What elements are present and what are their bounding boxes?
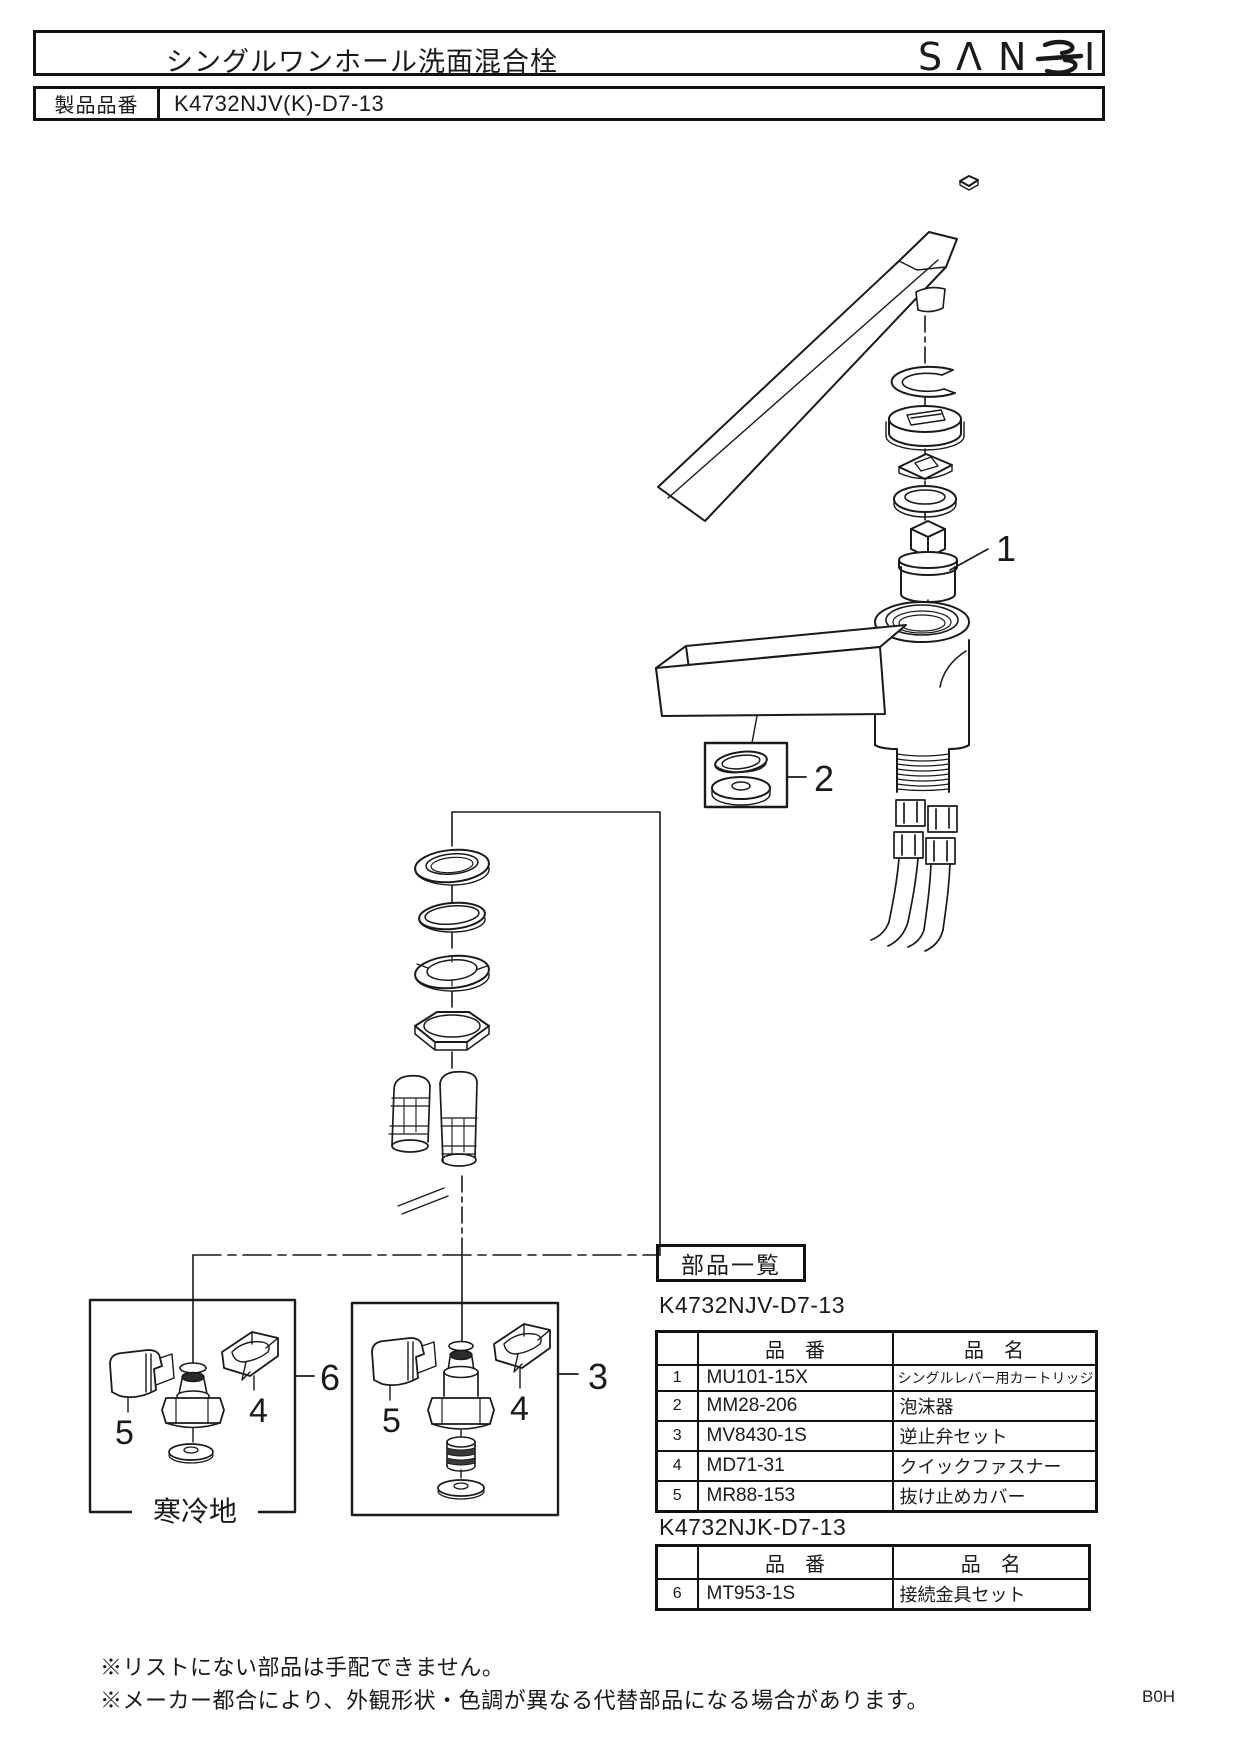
part-name: 泡沫器 (891, 1390, 1097, 1422)
part-name: 逆止弁セット (891, 1420, 1097, 1452)
part-name: 接続金具セット (891, 1578, 1091, 1611)
title-box: シングルワンホール洗面混合栓 S Λ N I (33, 30, 1105, 77)
aerator-box-part2 (703, 715, 807, 809)
footer-note-2: ※メーカー都合により、外観形状・色調が異なる代替部品になる場合があります。 (100, 1688, 929, 1713)
hex-nut (414, 1011, 490, 1051)
cold-region-kit-box (88, 1298, 315, 1518)
logo-letter-s: S (918, 38, 942, 76)
table-row: 4 MD71-31 クイックファスナー (655, 1450, 1097, 1482)
sanei-logo: S Λ N I (918, 38, 1094, 76)
footer-note-1: ※リストにない部品は手配できません。 (100, 1655, 505, 1680)
parts-table-njk: 品 番 品 名 6 MT953-1S 接続金具セット (655, 1544, 1091, 1611)
product-number-row: 製品品番 K4732NJV(K)-D7-13 (33, 86, 1105, 121)
col-header-code: 品 番 (696, 1330, 894, 1366)
callout-4-right: 4 (510, 1390, 529, 1428)
page-title: シングルワンホール洗面混合栓 (166, 47, 558, 77)
handle-screw-icon (959, 175, 979, 191)
handle-cap (885, 405, 965, 451)
table-row: 1 MU101-15X シングルレバー用カートリッジ (655, 1364, 1097, 1392)
cartridge-part1 (898, 520, 989, 603)
o-ring (893, 485, 957, 518)
cold-region-label: 寒冷地 (153, 1496, 237, 1527)
logo-letter-n: N (998, 38, 1026, 76)
part-no: 2 (655, 1390, 699, 1422)
product-number-label: 製品品番 (36, 89, 160, 118)
part-no: 1 (655, 1364, 699, 1392)
check-valve-kit-box (350, 1301, 579, 1517)
part-no: 6 (655, 1578, 699, 1611)
supply-hoses (870, 799, 958, 952)
col-header-code: 品 番 (696, 1544, 894, 1580)
callout-3: 3 (588, 1356, 608, 1397)
logo-letter-e (1035, 39, 1084, 75)
table1-caption: K4732NJV-D7-13 (659, 1292, 845, 1318)
part-code: MV8430-1S (696, 1420, 894, 1452)
table-row: 3 MV8430-1S 逆止弁セット (655, 1420, 1097, 1452)
square-gasket (898, 453, 953, 480)
table-row: 2 MM28-206 泡沫器 (655, 1390, 1097, 1422)
col-header-no (655, 1544, 699, 1580)
callout-5-right: 5 (382, 1402, 401, 1440)
table2-caption: K4732NJK-D7-13 (659, 1514, 847, 1540)
hose-pair (388, 1070, 478, 1215)
parts-list-heading: 部品一覧 (656, 1244, 806, 1282)
table-row: 5 MR88-153 抜け止めカバー (655, 1480, 1097, 1513)
escutcheon-stack (414, 848, 490, 1071)
assembly-connector-lines (192, 811, 661, 1304)
part-name: 抜け止めカバー (891, 1480, 1097, 1513)
part-code: MT953-1S (696, 1578, 894, 1611)
faucet-body (655, 601, 970, 952)
callout-5-left: 5 (115, 1414, 134, 1452)
callout-1: 1 (996, 528, 1016, 569)
col-header-no (655, 1330, 699, 1366)
table-header-row: 品 番 品 名 (655, 1544, 1091, 1580)
part-no: 4 (655, 1450, 699, 1482)
part-name: クイックファスナー (891, 1450, 1097, 1482)
callout-2: 2 (814, 758, 834, 799)
logo-letter-a: Λ (956, 38, 982, 76)
col-header-name: 品 名 (891, 1330, 1097, 1366)
parts-table-njv: 品 番 品 名 1 MU101-15X シングルレバー用カートリッジ 2 MM2… (655, 1330, 1098, 1513)
lever-handle (657, 231, 958, 522)
product-number-value: K4732NJV(K)-D7-13 (174, 90, 385, 116)
part-code: MD71-31 (696, 1450, 894, 1482)
col-header-name: 品 名 (891, 1544, 1091, 1580)
part-code: MR88-153 (696, 1480, 894, 1513)
part-code: MM28-206 (696, 1390, 894, 1422)
page-code: B0H (1142, 1687, 1176, 1706)
callout-4-left: 4 (249, 1392, 268, 1430)
part-name: シングルレバー用カートリッジ (891, 1364, 1097, 1392)
callout-6: 6 (320, 1357, 340, 1398)
table-header-row: 品 番 品 名 (655, 1330, 1097, 1366)
c-clip-washer (890, 365, 956, 398)
table-row: 6 MT953-1S 接続金具セット (655, 1578, 1091, 1611)
part-no: 5 (655, 1480, 699, 1513)
part-code: MU101-15X (696, 1364, 894, 1392)
logo-letter-i: I (1084, 38, 1094, 76)
part-no: 3 (655, 1420, 699, 1452)
